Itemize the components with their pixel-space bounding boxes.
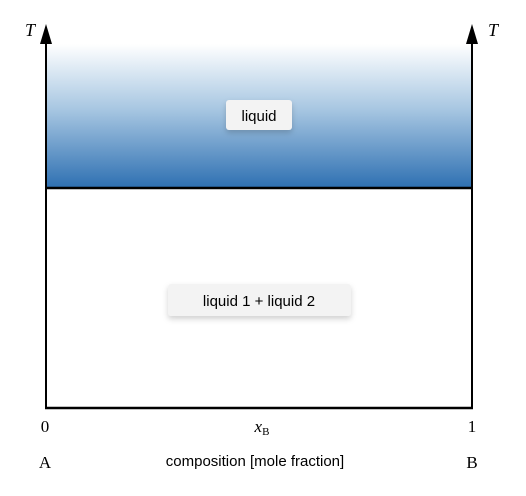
x-end-tick-label: 1 [468, 417, 477, 436]
right-t-label: T [488, 20, 500, 40]
composition-caption: composition [mole fraction] [166, 453, 344, 470]
left-t-label: T [25, 20, 37, 40]
two-liquid-label: liquid 1 + liquid 2 [203, 293, 315, 310]
liquid-label-box: liquid [226, 100, 292, 130]
component-a-label: A [39, 453, 52, 472]
right-axis-arrowhead [466, 24, 478, 44]
left-axis-arrowhead [40, 24, 52, 44]
two-liquid-label-box: liquid 1 + liquid 2 [168, 284, 351, 316]
component-b-label: B [466, 453, 477, 472]
x-variable-label: xB [254, 417, 270, 438]
x-start-tick-label: 0 [41, 417, 50, 436]
liquid-label: liquid [241, 108, 276, 125]
